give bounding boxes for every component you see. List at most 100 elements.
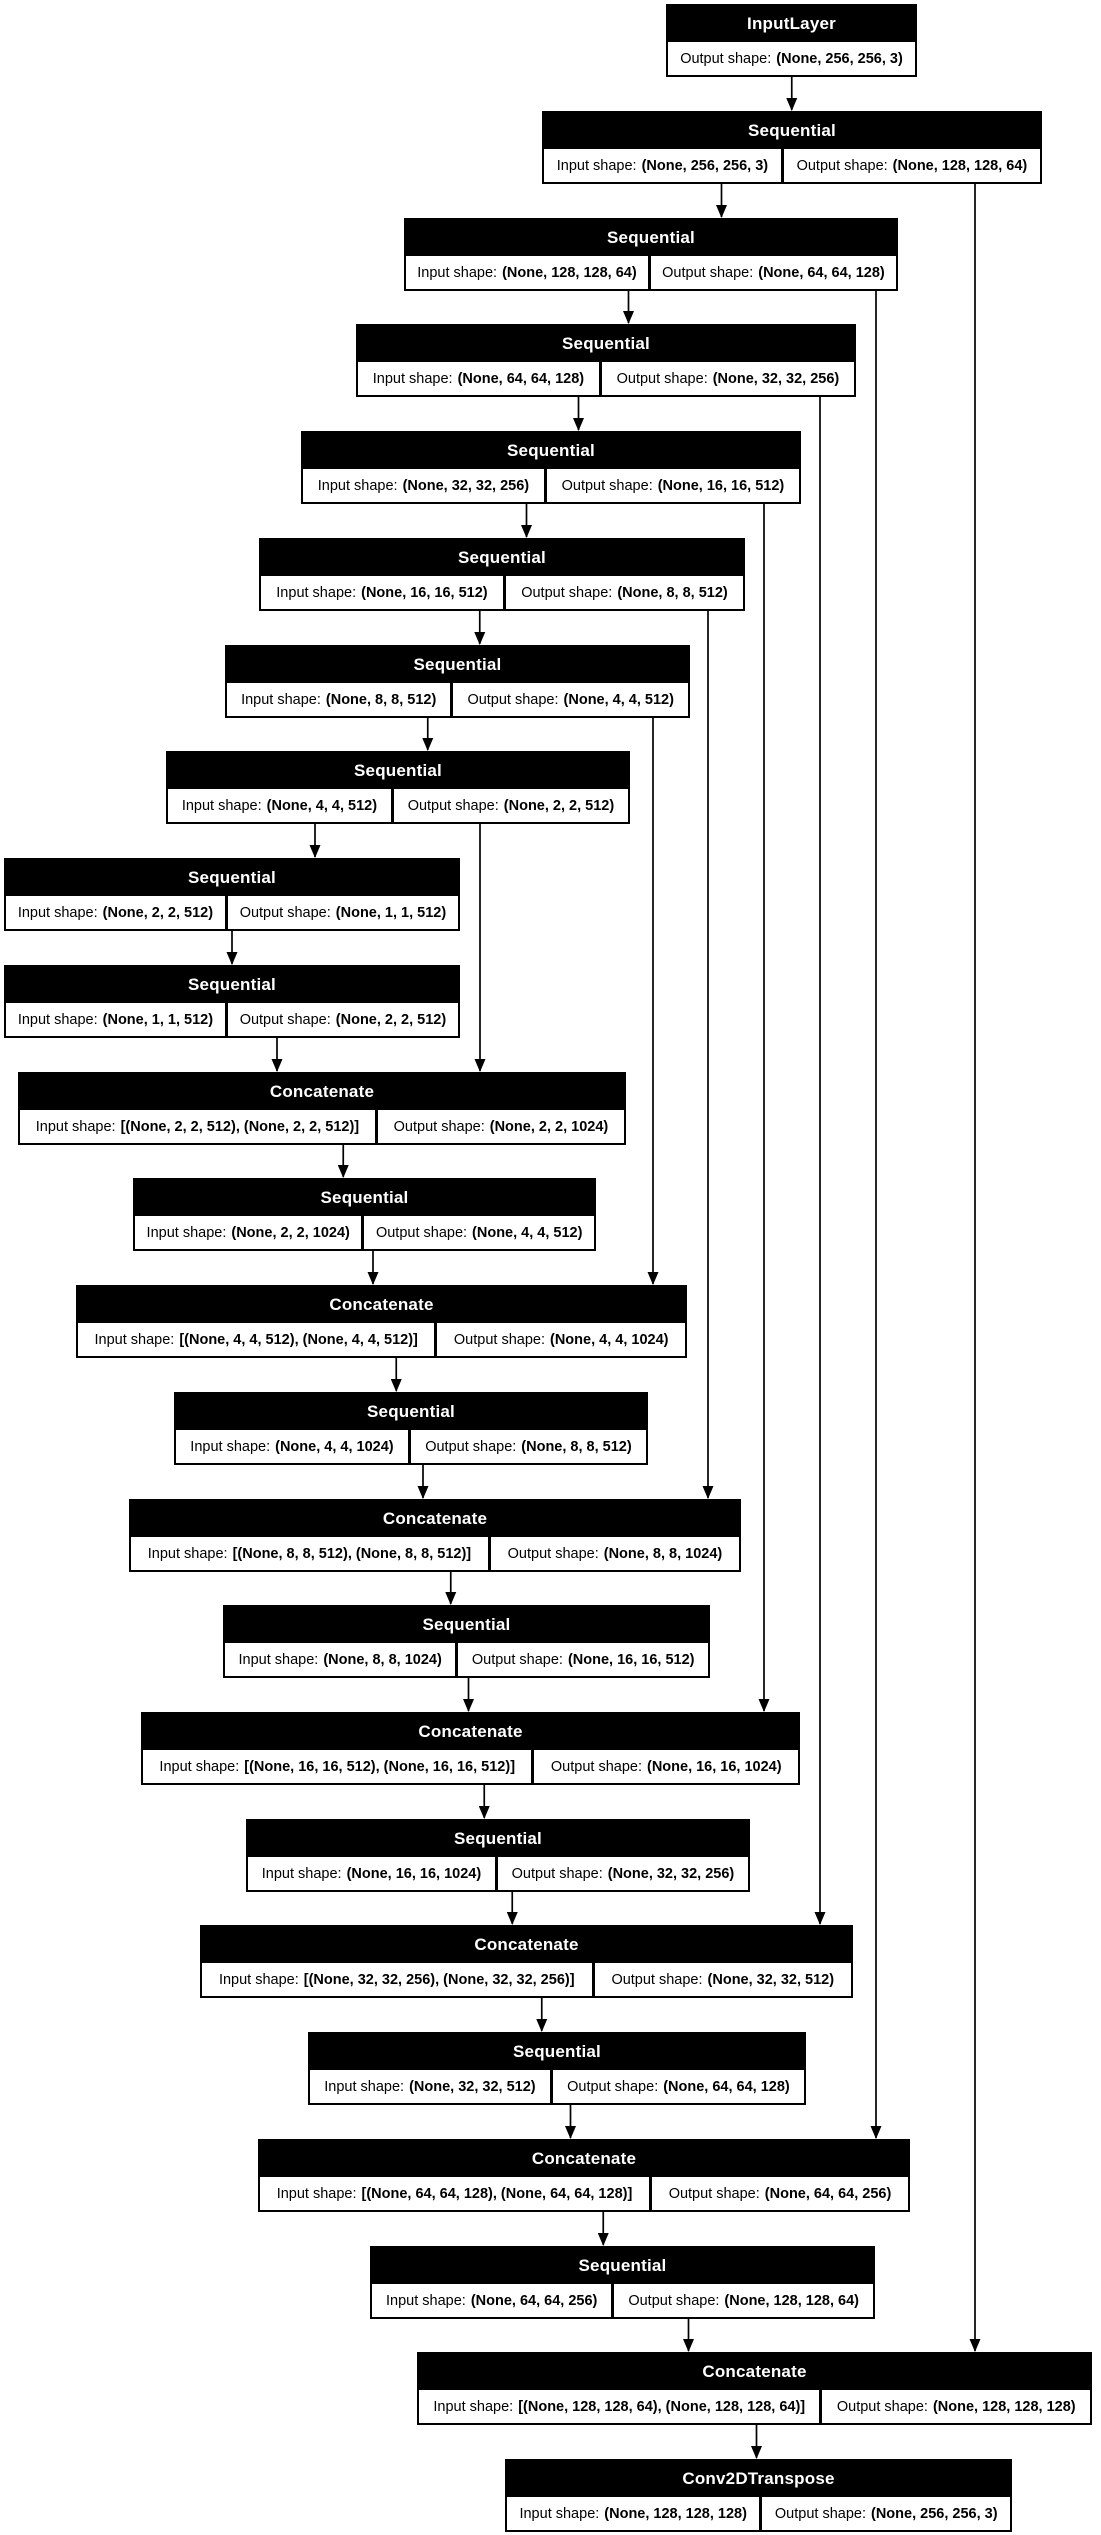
layer-type-title: Sequential <box>188 868 276 887</box>
layer-type-title: Concatenate <box>269 1082 375 1101</box>
layer-type-title: InputLayer <box>747 14 836 33</box>
output-shape-label: Output shape: <box>628 2292 720 2309</box>
layer-shapes-row: Input shape:(None, 16, 16, 512) Output sh… <box>261 576 744 609</box>
input-shape-cell: Input shape:(None, 4, 4, 512) <box>168 789 391 822</box>
output-shape-label: Output shape: <box>425 1438 517 1455</box>
output-shape-value: (None, 1, 1, 512) <box>335 904 447 921</box>
output-shape-label: Output shape: <box>662 264 754 281</box>
output-shape-label: Output shape: <box>507 1545 599 1562</box>
input-shape-cell: Input shape:[(None, 2, 2, 512), (None, 2… <box>20 1110 375 1143</box>
layer-type-title: Sequential <box>367 1402 455 1421</box>
input-shape-cell: Input shape:(None, 1, 1, 512) <box>6 1003 225 1036</box>
input-shape-cell: Input shape:(None, 2, 2, 1024) <box>135 1216 362 1249</box>
input-shape-label: Input shape: <box>417 264 498 281</box>
input-shape-label: Input shape: <box>218 1971 299 1988</box>
output-shape-cell: Output shape:(None, 4, 4, 512) <box>450 683 689 716</box>
input-shape-label: Input shape: <box>385 2292 466 2309</box>
layer-shapes-row: Input shape:(None, 4, 4, 512)Output shap… <box>168 789 629 822</box>
output-shape-cell: Output shape:(None, 16, 16, 512) <box>455 1643 709 1676</box>
output-shape-value: (None, 4, 4, 512) <box>472 1224 583 1241</box>
input-shape-value: (None, 128, 128, 64) <box>502 264 637 281</box>
output-shape-label: Output shape: <box>521 584 613 601</box>
input-shape-value: (None, 256, 256, 3) <box>641 157 769 174</box>
input-shape-label: Input shape: <box>238 1651 319 1668</box>
output-shape-label: Output shape: <box>611 1971 703 1988</box>
output-shape-label: Output shape: <box>567 2078 659 2095</box>
output-shape-value: (None, 2, 2, 1024) <box>489 1118 609 1135</box>
layer-shapes-row: Input shape:(None, 1, 1, 512) Output shap… <box>6 1003 459 1036</box>
input-shape-value: (None, 64, 64, 128) <box>457 370 585 387</box>
output-shape-cell: Output shape:(None, 128, 128, 64) <box>780 149 1041 182</box>
layer-shapes-row: Input shape:(None, 64, 64, 128)Output sh… <box>358 362 855 395</box>
output-shape-value: (None, 16, 16, 512) <box>657 477 785 494</box>
input-shape-cell: Input shape:(None, 16, 16, 1024) <box>248 1857 495 1890</box>
output-shape-value: (None, 2, 2, 512) <box>503 797 615 814</box>
input-shape-cell: Input shape:[(None, 4, 4, 512), (None, 4… <box>78 1323 435 1356</box>
input-shape-value: (None, 64, 64, 256) <box>470 2292 598 2309</box>
output-shape-cell: Output shape:(None, 8, 8, 1024) <box>487 1537 739 1570</box>
layer-type-title: Sequential <box>454 1829 542 1848</box>
output-shape-value: (None, 64, 64, 256) <box>764 2185 892 2202</box>
layer-type-title: Concatenate <box>702 2362 807 2381</box>
input-shape-value: (None, 2, 2, 1024) <box>231 1224 350 1241</box>
output-shape-value: (None, 16, 16, 1024) <box>646 1758 782 1775</box>
output-shape-cell: Output shape:(None, 256, 256, 3) <box>759 2497 1010 2530</box>
output-shape-label: Output shape: <box>511 1865 603 1882</box>
input-shape-label: Input shape: <box>159 1758 240 1775</box>
layer-shapes-row: Input shape:[(None, 2, 2, 512), (None, 2… <box>20 1110 624 1143</box>
output-shape-value: (None, 128, 128, 64) <box>892 157 1028 174</box>
output-shape-label: Output shape: <box>561 477 653 494</box>
input-shape-label: Input shape: <box>324 2078 405 2095</box>
layer-shapes-row: Input shape:(None, 2, 2, 1024)Output sha… <box>135 1216 595 1249</box>
output-shape-cell: Output shape:(None, 32, 32, 256) <box>598 362 855 395</box>
input-shape-value: [(None, 16, 16, 512), (None, 16, 16, 512… <box>244 1758 516 1775</box>
layer-shapes-row: Input shape:(None, 128, 128, 64) Output s… <box>406 256 897 289</box>
layer-shapes-row: Input shape:[(None, 32, 32, 256), (None,… <box>202 1963 852 1996</box>
input-shape-value: (None, 4, 4, 1024) <box>275 1438 394 1455</box>
input-shape-label: Input shape: <box>261 1865 342 1882</box>
output-shape-value: (None, 64, 64, 128) <box>758 264 885 281</box>
input-shape-value: [(None, 32, 32, 256), (None, 32, 32, 256… <box>303 1971 575 1988</box>
layer-type-title: Concatenate <box>418 1722 523 1741</box>
input-shape-cell: Input shape:[(None, 128, 128, 64), (None… <box>419 2390 820 2423</box>
input-shape-cell: Input shape:(None, 8, 8, 1024) <box>225 1643 456 1676</box>
input-shape-value: [(None, 2, 2, 512), (None, 2, 2, 512)] <box>120 1118 360 1135</box>
layer-type-title: Sequential <box>578 2256 667 2275</box>
output-shape-value: (None, 256, 256, 3) <box>776 50 903 67</box>
input-shape-cell: Input shape:[(None, 32, 32, 256), (None,… <box>202 1963 592 1996</box>
input-shape-value: (None, 32, 32, 256) <box>402 477 530 494</box>
layer-shapes-row: Input shape:(None, 2, 2, 512)Output shap… <box>6 896 459 929</box>
output-shape-value: (None, 32, 32, 512) <box>707 1971 835 1988</box>
output-shape-value: (None, 256, 256, 3) <box>871 2505 998 2522</box>
input-shape-cell: Input shape:(None, 4, 4, 1024) <box>176 1430 408 1463</box>
input-shape-cell: Input shape:(None, 16, 16, 512) <box>261 576 503 609</box>
output-shape-value: (None, 128, 128, 64) <box>724 2292 860 2309</box>
output-shape-label: Output shape: <box>239 1011 331 1028</box>
output-shape-value: (None, 32, 32, 256) <box>607 1865 735 1882</box>
input-shape-cell: Input shape:(None, 64, 64, 128) <box>358 362 599 395</box>
layer-type-title: Sequential <box>562 334 650 353</box>
output-shape-cell: Output shape:(None, 2, 2, 1024) <box>374 1110 624 1143</box>
output-shape-label: Output shape: <box>796 157 888 174</box>
input-shape-value: [(None, 128, 128, 64), (None, 128, 128, … <box>518 2398 806 2415</box>
input-shape-label: Input shape: <box>147 1545 228 1562</box>
output-shape-cell: Output shape:(None, 16, 16, 512) <box>543 469 800 502</box>
layer-type-title: Concatenate <box>474 1935 579 1954</box>
layer-type-title: Sequential <box>507 441 595 460</box>
output-shape-cell: Output shape:(None, 64, 64, 256) <box>649 2177 909 2210</box>
output-shape-cell: Output shape:(None, 128, 128, 64) <box>611 2284 874 2317</box>
output-shape-cell: Output shape:(None, 64, 64, 128) <box>549 2070 805 2103</box>
